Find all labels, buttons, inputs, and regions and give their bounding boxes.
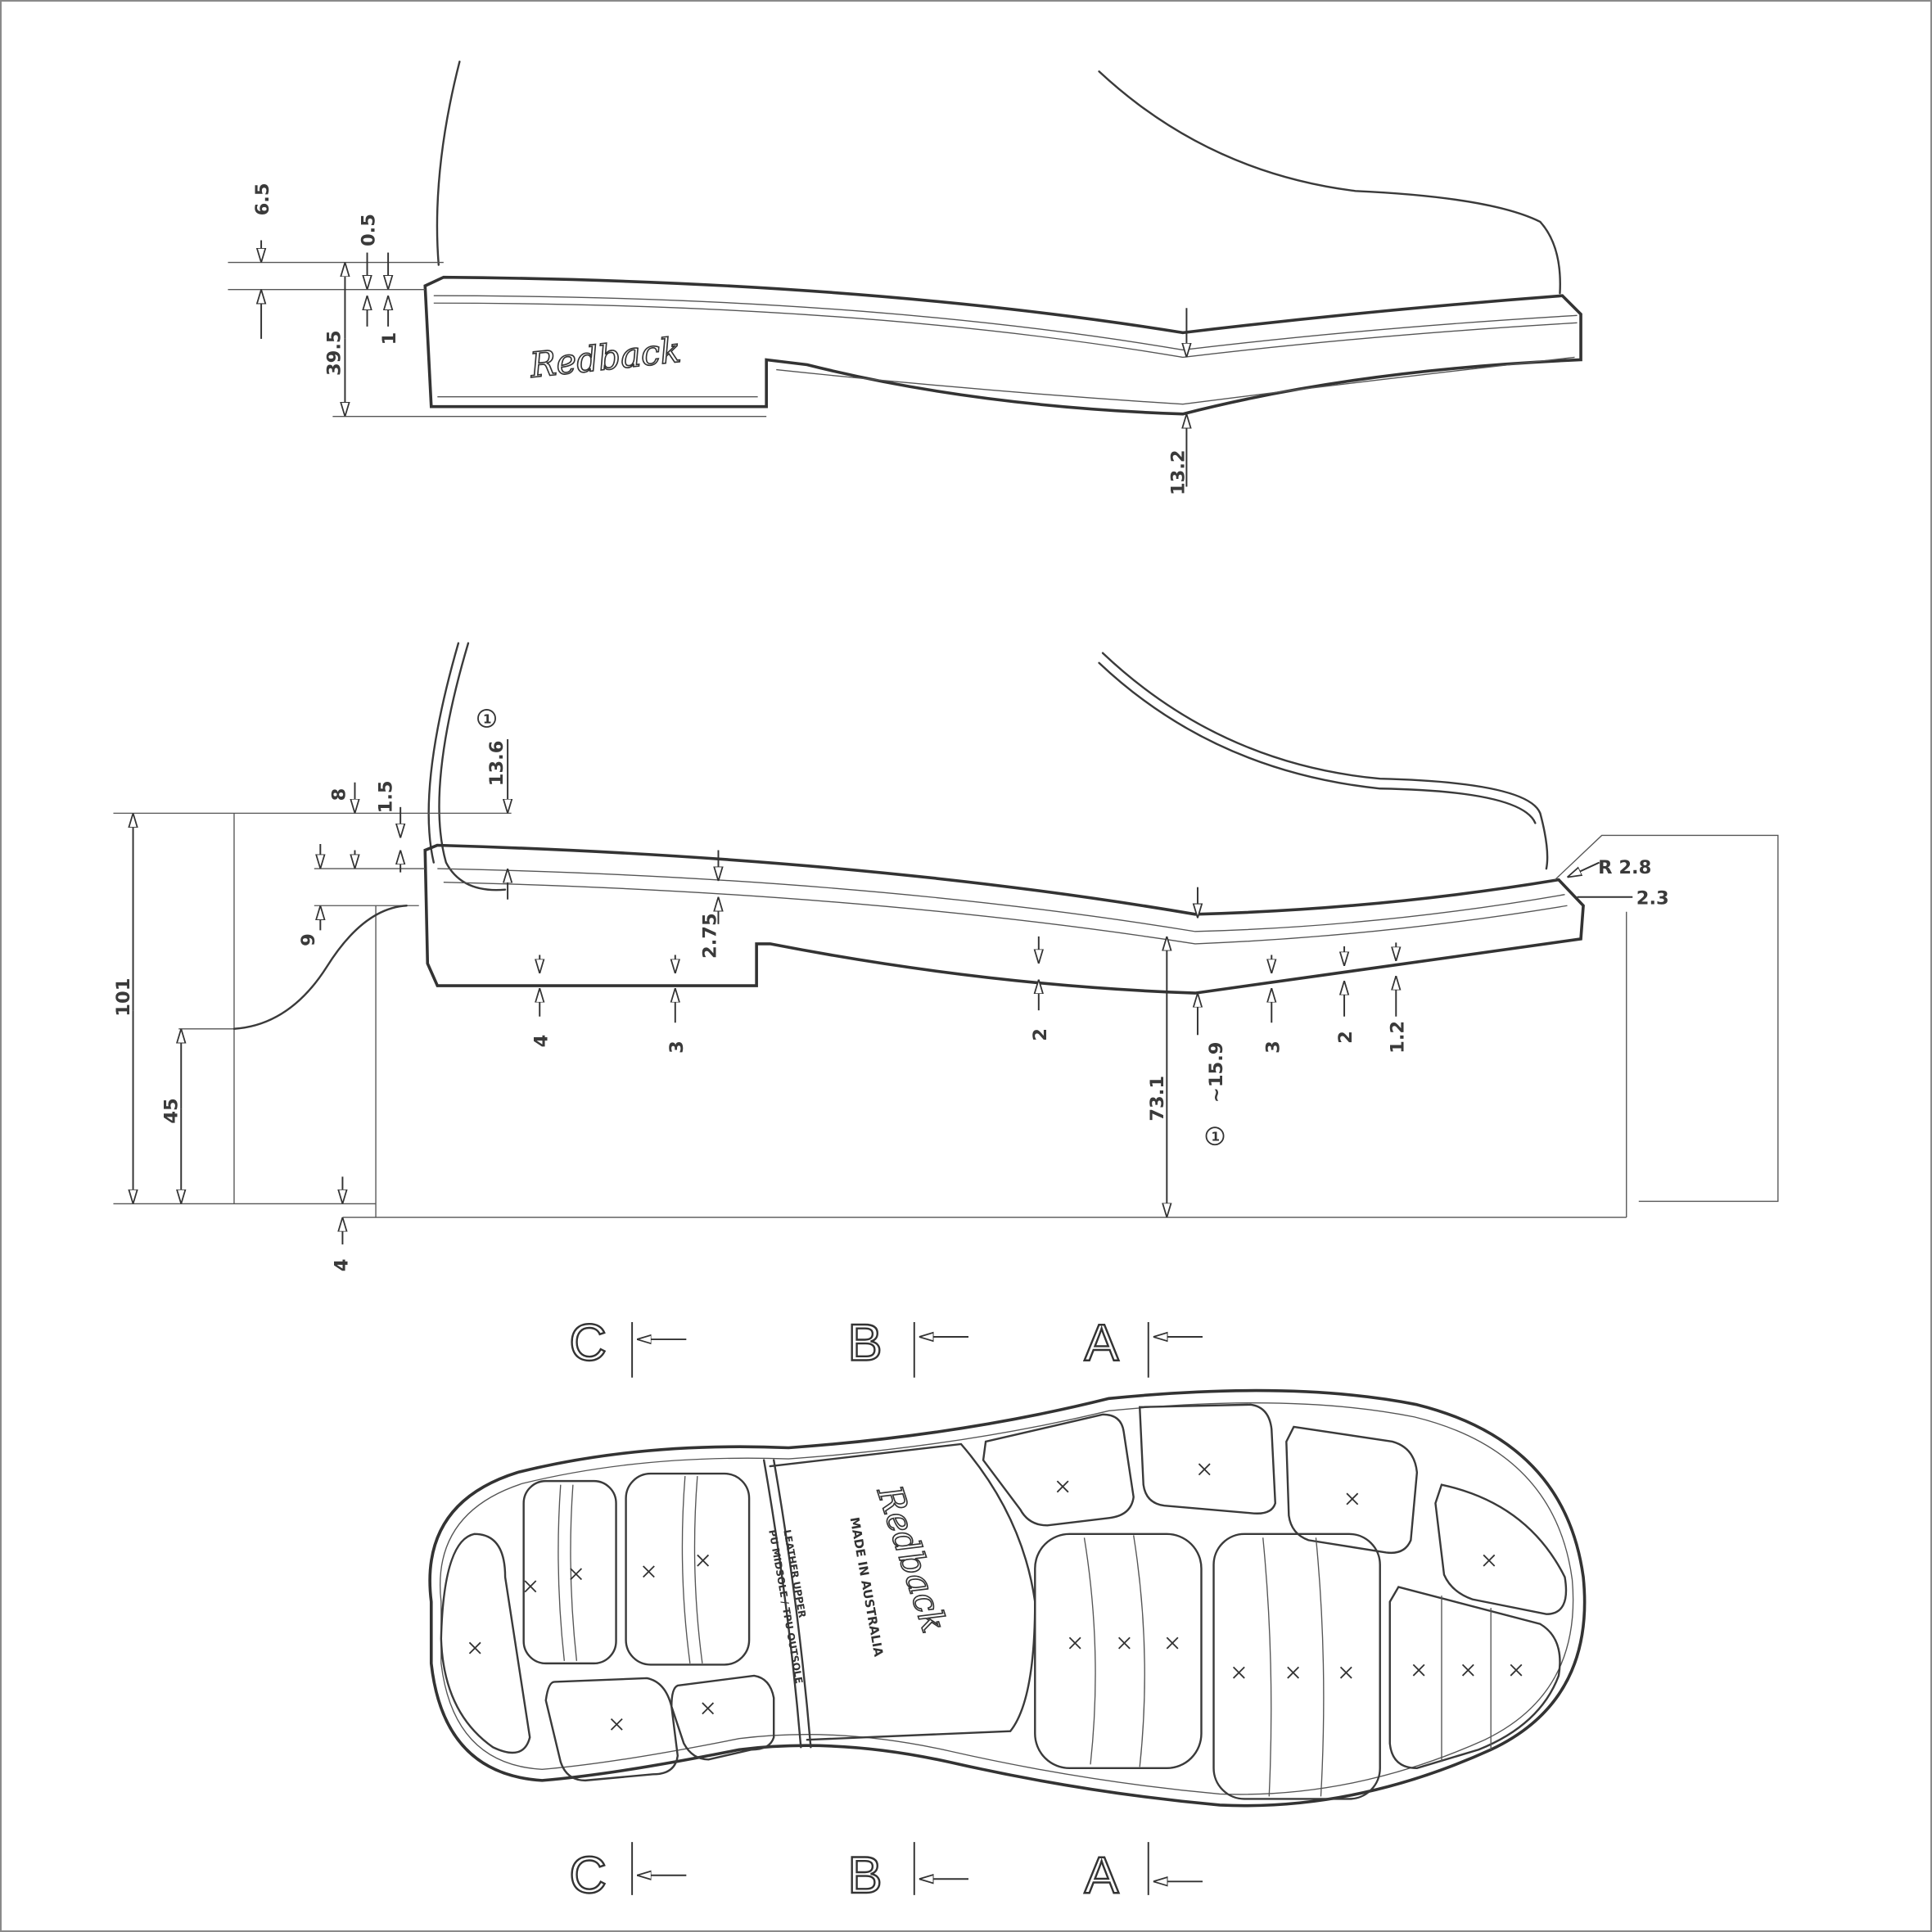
dim-label: 9 xyxy=(298,933,319,946)
dim-label: 2.3 xyxy=(1636,888,1669,910)
tread-pod xyxy=(982,1413,1135,1527)
sole-outline xyxy=(423,275,1582,416)
callout-circle xyxy=(1205,1126,1225,1146)
section-c-label: C xyxy=(569,1847,607,1904)
section-c-label: C xyxy=(569,1315,607,1372)
tread-x-marks xyxy=(468,1463,1523,1731)
dim-label: 13.2 xyxy=(1167,449,1189,495)
dim-label: 1.2 xyxy=(1387,1021,1408,1054)
section-b-label: B xyxy=(848,1315,882,1372)
tread-pod xyxy=(1034,1533,1203,1770)
section-markers-bottom: C B A xyxy=(568,1842,1203,1905)
tread-pod xyxy=(625,1472,751,1666)
section-b-label: B xyxy=(848,1847,882,1904)
dim-label: 4 xyxy=(331,1259,352,1272)
dim-label: 2.75 xyxy=(699,913,720,959)
tread-pod xyxy=(1285,1425,1419,1555)
dim-label: 3 xyxy=(1262,1040,1284,1054)
tread-pod xyxy=(670,1674,775,1761)
callout-label: 1 xyxy=(1212,1130,1220,1144)
boot-upper-toe xyxy=(1098,70,1561,295)
outsole-outline xyxy=(428,1388,1587,1808)
tread-pod xyxy=(544,1677,679,1782)
dim-label: 2 xyxy=(1030,1028,1051,1041)
callout-label: 1 xyxy=(483,711,491,726)
tread-pod xyxy=(440,1533,531,1754)
brand-logo-side: Redback xyxy=(527,330,683,386)
tread-pod xyxy=(1388,1586,1561,1770)
tread-pod xyxy=(1212,1533,1381,1800)
tread-pod xyxy=(522,1479,617,1665)
dim-label: 8 xyxy=(328,788,350,801)
dim-label: 39.5 xyxy=(323,330,345,376)
dim-label: 73.1 xyxy=(1147,1076,1168,1122)
section-a-label: A xyxy=(1084,1315,1119,1372)
dim-label: 6.5 xyxy=(252,183,273,215)
tread-pod xyxy=(1138,1403,1276,1514)
boot-upper-heel xyxy=(436,61,461,266)
dim-label: ~15.9 xyxy=(1206,1041,1227,1103)
section-view: 101 45 9 8 1.5 13.6 2.75 4 3 2 73.1 ~15.… xyxy=(113,642,1779,1272)
made-in-text: MADE IN AUSTRALIA xyxy=(847,1516,887,1658)
section-sole-outline xyxy=(423,843,1585,995)
dim-label: 0.5 xyxy=(359,214,380,246)
dim-label: 13.6 xyxy=(486,741,508,787)
callout-circle xyxy=(477,709,496,728)
dim-label: 101 xyxy=(113,978,134,1017)
dim-label: 3 xyxy=(666,1040,688,1054)
section-markers-top: C B A xyxy=(568,1313,1203,1378)
dim-label: 4 xyxy=(530,1035,552,1048)
brand-logo-outsole: Redback xyxy=(869,1480,955,1637)
outsole-view: Redback MADE IN AUSTRALIA LEATHER UPPER … xyxy=(428,1388,1587,1808)
dim-label: 1.5 xyxy=(376,780,397,813)
dim-label: R 2.8 xyxy=(1598,857,1651,878)
dim-label: 45 xyxy=(161,1098,183,1123)
side-view: Redback 6.5 0.5 1 39.5 13.2 xyxy=(228,61,1582,495)
section-a-label: A xyxy=(1084,1847,1119,1904)
tread-pod xyxy=(1434,1483,1568,1615)
dim-label: 1 xyxy=(379,332,400,345)
dim-label: 2 xyxy=(1335,1031,1356,1044)
